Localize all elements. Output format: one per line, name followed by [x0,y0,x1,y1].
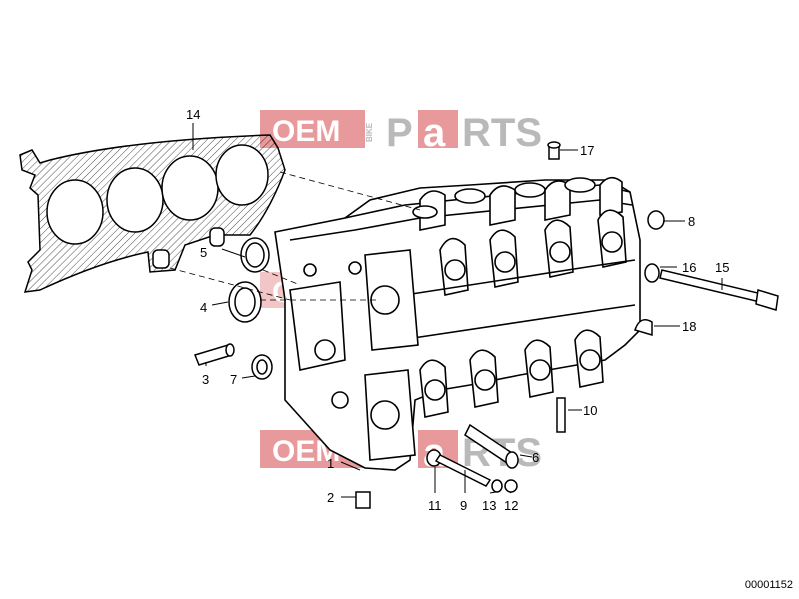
callout-16: 16 [682,260,696,275]
callout-3: 3 [202,372,209,387]
head-gasket [19,134,286,293]
cylinder-head [274,176,641,471]
callout-6: 6 [532,450,539,465]
callout-11: 11 [428,498,442,513]
callout-7: 7 [230,372,237,387]
callout-17: 17 [580,143,594,158]
callout-5: 5 [200,245,207,260]
callout-10: 10 [583,403,597,418]
watermark-p: P [386,111,413,155]
callout-15: 15 [715,260,729,275]
callout-12: 12 [504,498,518,513]
diagram-reference-number: 00001152 [744,579,793,591]
callout-1: 1 [327,456,334,471]
watermark-rts: RTS [462,111,542,155]
callout-14: 14 [186,107,200,122]
watermark-a: a [423,111,446,155]
leader-lines [192,123,723,498]
assembly-lines [169,171,421,301]
callout-8: 8 [688,214,695,229]
callout-9: 9 [460,498,467,513]
watermark-bike: BIKE [365,122,374,142]
callout-18: 18 [682,319,696,334]
callout-labels: 14 5 4 3 7 1 2 11 9 13 12 6 10 8 16 15 1… [186,107,729,513]
small-parts [193,141,779,509]
callout-4: 4 [200,300,207,315]
watermark-top: OEM BIKE P a RTS [260,110,542,155]
callout-2: 2 [327,490,334,505]
callout-13: 13 [482,498,496,513]
watermark-oem: OEM [272,115,340,148]
